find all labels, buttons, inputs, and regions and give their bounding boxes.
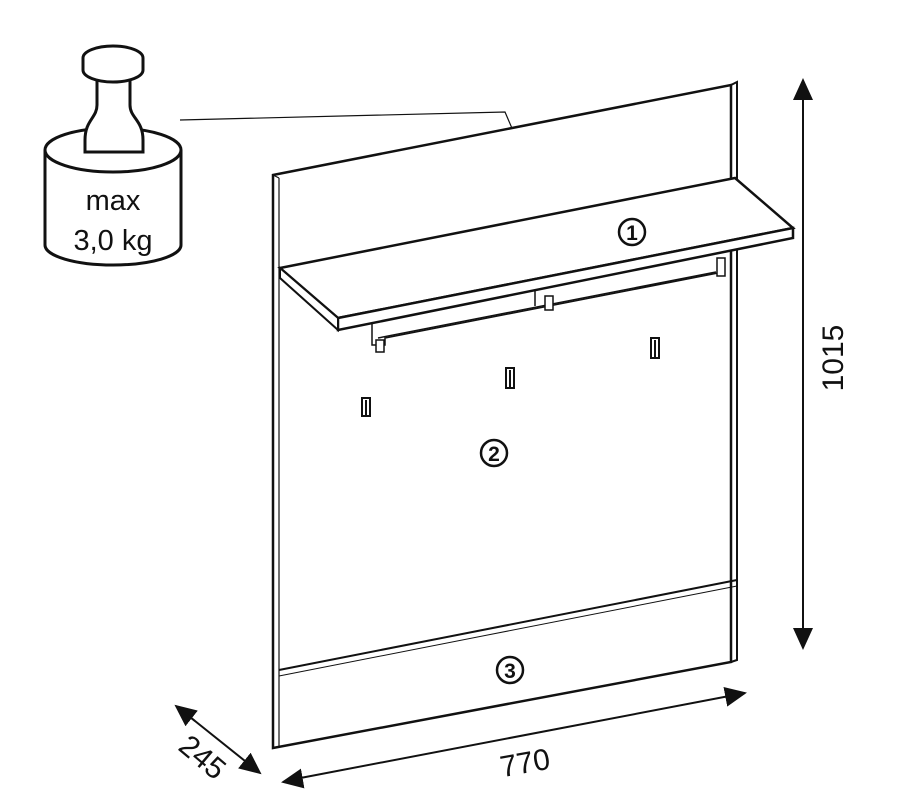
svg-text:1: 1 xyxy=(626,222,638,245)
svg-text:2: 2 xyxy=(488,443,500,466)
width-dimension-arrow xyxy=(281,686,747,789)
depth-dimension-arrow xyxy=(174,704,262,775)
hook-icon xyxy=(650,337,660,359)
coat-hooks xyxy=(361,337,660,417)
weight-icon xyxy=(43,44,183,267)
height-dimension-label: 1015 xyxy=(817,325,850,392)
weight-label-max: max xyxy=(86,185,141,217)
shelf xyxy=(277,176,796,353)
part-label-2: 2 xyxy=(479,438,509,468)
hook-icon xyxy=(505,367,515,389)
part-label-1: 1 xyxy=(617,217,647,247)
hook-icon xyxy=(361,397,371,417)
hanging-rail xyxy=(371,257,726,353)
back-panel xyxy=(271,80,738,750)
depth-dimension-label: 245 xyxy=(172,729,232,786)
width-dimension-label: 770 xyxy=(498,743,553,784)
svg-text:3: 3 xyxy=(504,660,516,683)
weight-label-value: 3,0 kg xyxy=(74,225,153,257)
part-label-3: 3 xyxy=(495,655,525,685)
